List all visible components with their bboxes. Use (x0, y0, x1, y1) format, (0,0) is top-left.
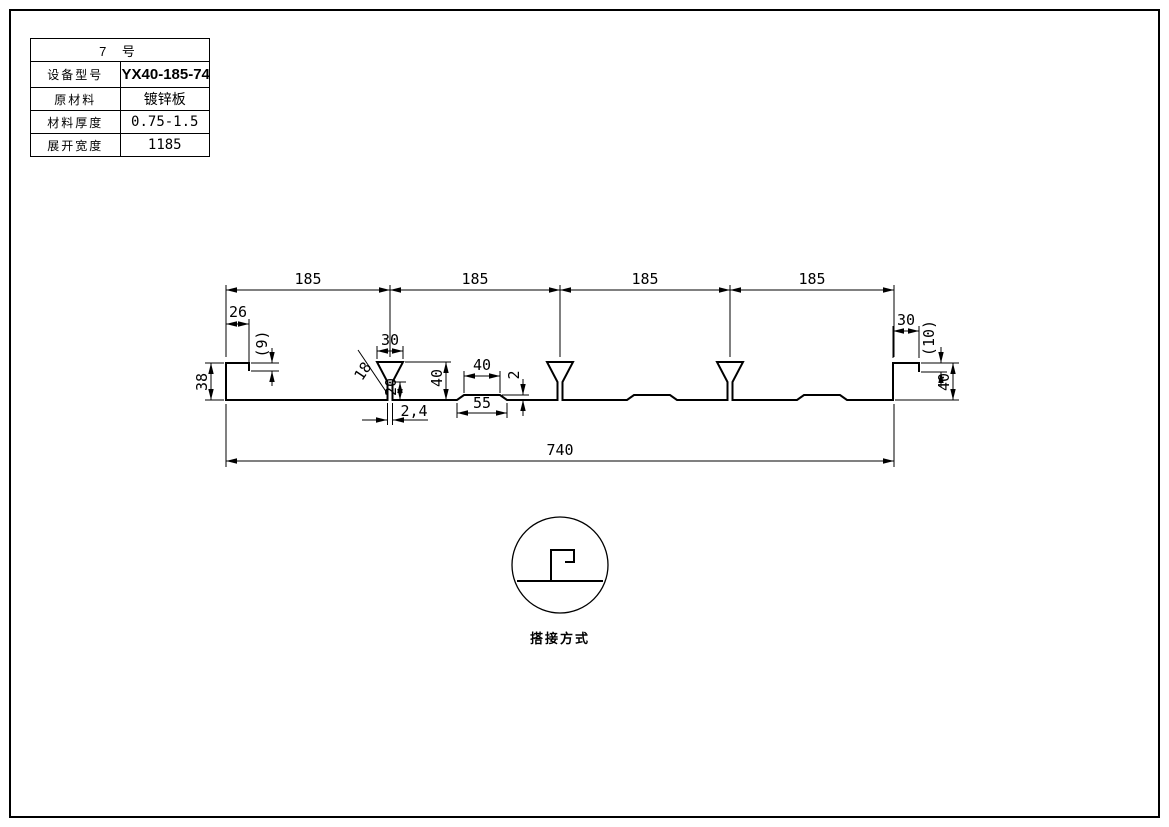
dim-left-hook-drop: (9) (253, 330, 271, 357)
lap-joint-profile (517, 549, 603, 582)
title-block-row: 展开宽度 1185 (30, 133, 210, 157)
dim-left-hook-length: 26 (229, 303, 247, 321)
dim-rib-stem-height: 20 (382, 378, 400, 396)
dim-rib-top-width: 30 (381, 331, 399, 349)
title-block-row: 原材料 镀锌板 (30, 87, 210, 111)
dim-pitch-3: 185 (631, 270, 658, 288)
left-edge-dimensions: 26 (9) 38 (193, 303, 279, 401)
dim-groove-depth: 2 (505, 370, 523, 379)
title-block: 7 号 设备型号 YX40-185-740 原材料 镀锌板 材料厚度 0.75-… (30, 38, 210, 157)
dim-pitch-1: 185 (294, 270, 321, 288)
title-block-row: 设备型号 YX40-185-740 (30, 61, 210, 88)
detail-circle (511, 516, 609, 614)
lap-joint-detail: 搭接方式 (511, 516, 609, 646)
model-value: YX40-185-740 (119, 61, 210, 88)
pitch-dimensions: 185 185 185 185 (225, 270, 895, 357)
panel-profile-path (225, 361, 920, 401)
dim-right-hook-drop: (10) (920, 320, 938, 356)
detail-caption: 搭接方式 (530, 631, 590, 646)
dim-rib-stem-width: 2,4 (400, 402, 427, 420)
drawing-border (9, 9, 1160, 818)
thickness-value: 0.75-1.5 (119, 110, 210, 134)
model-label: 设备型号 (30, 61, 121, 88)
dim-pitch-2: 185 (461, 270, 488, 288)
dim-rib-height: 40 (428, 369, 446, 387)
dim-groove-top-width: 40 (473, 356, 491, 374)
dim-right-hook-length: 30 (897, 311, 915, 329)
dim-pitch-4: 185 (798, 270, 825, 288)
dim-rib-side: 18 (350, 359, 375, 384)
rib-detail-dimensions: 30 18 20 40 2,4 40 55 2 (350, 331, 529, 425)
unfolded-width-label: 展开宽度 (30, 133, 121, 157)
dim-right-edge-height: 40 (935, 373, 953, 391)
unfolded-width-value: 1185 (119, 133, 210, 157)
right-edge-dimensions: 30 (10) 40 (892, 311, 959, 401)
dim-groove-bottom-width: 55 (473, 394, 491, 412)
dim-left-edge-height: 38 (193, 373, 211, 391)
dim-total-width: 740 (546, 441, 573, 459)
title-block-row: 材料厚度 0.75-1.5 (30, 110, 210, 134)
overall-width-dimension: 740 (225, 404, 895, 467)
